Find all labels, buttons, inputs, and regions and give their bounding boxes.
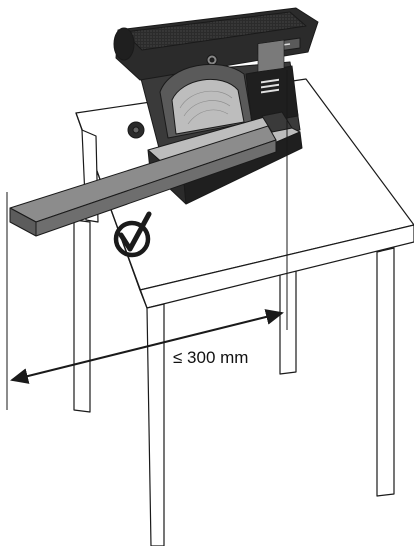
overhang-dimension-arrow [10, 309, 284, 384]
long-workpiece [9, 125, 277, 237]
reference-lines [6, 70, 288, 410]
checkmark-circle-icon [113, 211, 152, 258]
overhang-limit-label: ≤ 300 mm [173, 348, 249, 367]
sanding-disc [171, 78, 245, 135]
sanding-belt [123, 11, 307, 51]
